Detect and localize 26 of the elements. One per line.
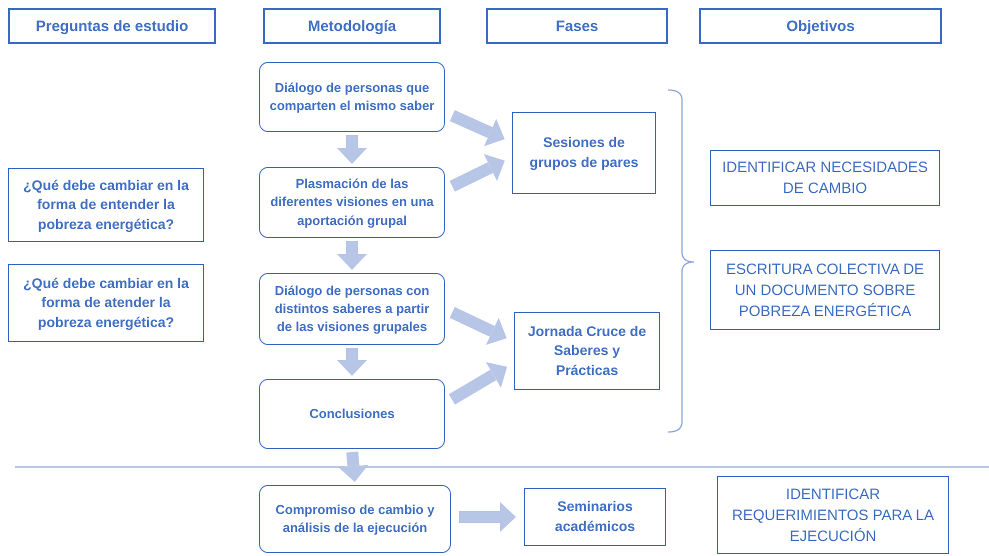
process-box: Diálogo de personas con distintos saberes a partir de las visiones grupales	[259, 273, 445, 345]
process-box: Compromiso de cambio y análisis de la ejecución	[259, 485, 451, 553]
question-box: ¿Qué debe cambiar en la forma de entender la pobreza energética?	[8, 168, 204, 242]
block-arrow	[337, 135, 367, 164]
process-box: Plasmación de las diferentes visiones en una aportación grupal	[259, 167, 445, 238]
block-arrow	[448, 362, 508, 405]
process-box: Conclusiones	[259, 379, 445, 449]
column-header: Preguntas de estudio	[8, 8, 216, 44]
objective-box: ESCRITURA COLECTIVA DE UN DOCUMENTO SOBRE POBREZA ENERGÉTICA	[710, 250, 940, 330]
column-header: Objetivos	[699, 8, 942, 44]
process-box: Diálogo de personas que comparten el mismo saber	[259, 62, 445, 132]
phase-box: Seminarios académicos	[524, 488, 666, 546]
objective-box: IDENTIFICAR REQUERIMIENTOS PARA LA EJECUCIÓN	[717, 476, 949, 554]
phase-box: Jornada Cruce de Saberes y Prácticas	[514, 312, 660, 390]
block-arrow	[450, 110, 505, 146]
block-arrow	[450, 307, 507, 345]
block-arrow	[338, 452, 368, 482]
column-header: Metodología	[263, 8, 441, 44]
block-arrow	[337, 348, 367, 376]
block-arrow	[459, 502, 516, 532]
block-arrow	[337, 241, 367, 270]
block-arrow	[450, 154, 505, 192]
question-box: ¿Qué debe cambiar en la forma de atender la pobreza energética?	[8, 264, 204, 342]
objective-box: IDENTIFICAR NECESIDADES DE CAMBIO	[710, 150, 940, 206]
column-header: Fases	[486, 8, 668, 44]
phase-box: Sesiones de grupos de pares	[512, 112, 656, 194]
